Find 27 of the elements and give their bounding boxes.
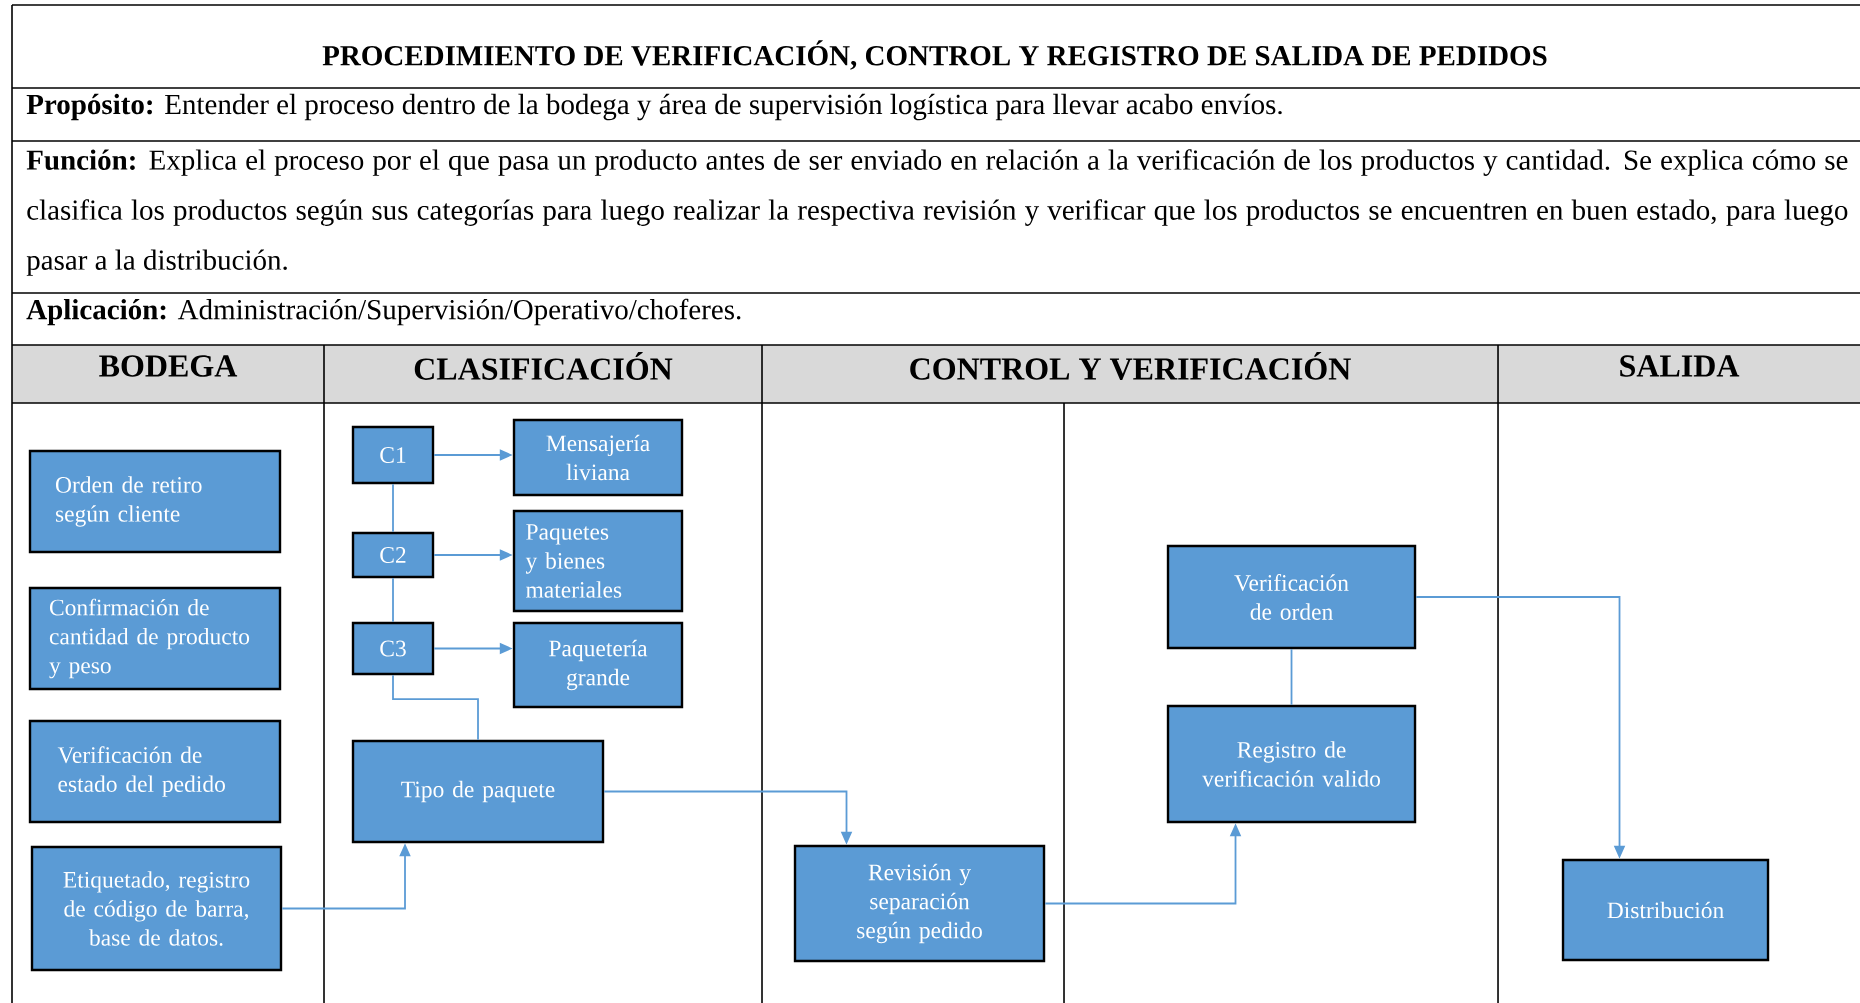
process-box: Revisión y separación según pedido (793, 844, 1046, 963)
process-box: C1 (351, 425, 435, 485)
process-box: Verificación de orden (1166, 544, 1417, 650)
process-box: Registro de verificación valido (1166, 704, 1417, 824)
process-box: C2 (351, 531, 435, 579)
connector-line (392, 577, 394, 623)
title: PROCEDIMIENTO DE VERIFICACIÓN, CONTROL Y REGISTRO DE SALIDA DE PEDIDOS (322, 40, 1547, 70)
process-box: C3 (351, 621, 435, 676)
text-line: Aplicación: Administración/Supervisión/Operativo/choferes. (26, 298, 741, 326)
column-header: CONTROL Y VERIFICACIÓN (910, 352, 1351, 380)
process-box: Distribución (1561, 858, 1770, 962)
process-box: Etiquetado, registro de código de barra, base de datos. (30, 845, 283, 972)
process-box: Paquetes y bienes materiales (512, 509, 684, 613)
process-box: Orden de retiro según cliente (28, 449, 282, 554)
column-header: BODEGA (99, 355, 238, 377)
process-box: Tipo de paquete (351, 739, 605, 844)
connector-line (392, 674, 479, 741)
process-box: Confirmación de cantidad de producto y peso (28, 586, 282, 691)
process-box: Paquetería grande (512, 621, 684, 709)
paragraph: Función: Explica el proceso por el que pasa un producto antes de ser enviado en relación a la verificación de los productos y cantidad. Se explica cómo se clasifica los productos según sus categorías para luego realizar la respectiva revisión y verificar que los productos se encuentren en buen estado, para luego pasar a la distribución. (26, 149, 1848, 276)
column-header: SALIDA (1620, 355, 1740, 377)
column-header: CLASIFICACIÓN (414, 352, 673, 380)
process-box: Verificación de estado del pedido (28, 719, 282, 824)
process-box: Mensajería liviana (512, 418, 684, 497)
text-line: Propósito: Entender el proceso dentro de la bodega y área de supervisión logística para llevar acabo envíos. (26, 93, 1282, 121)
connector-line (1290, 648, 1293, 706)
connector-line (392, 483, 394, 533)
